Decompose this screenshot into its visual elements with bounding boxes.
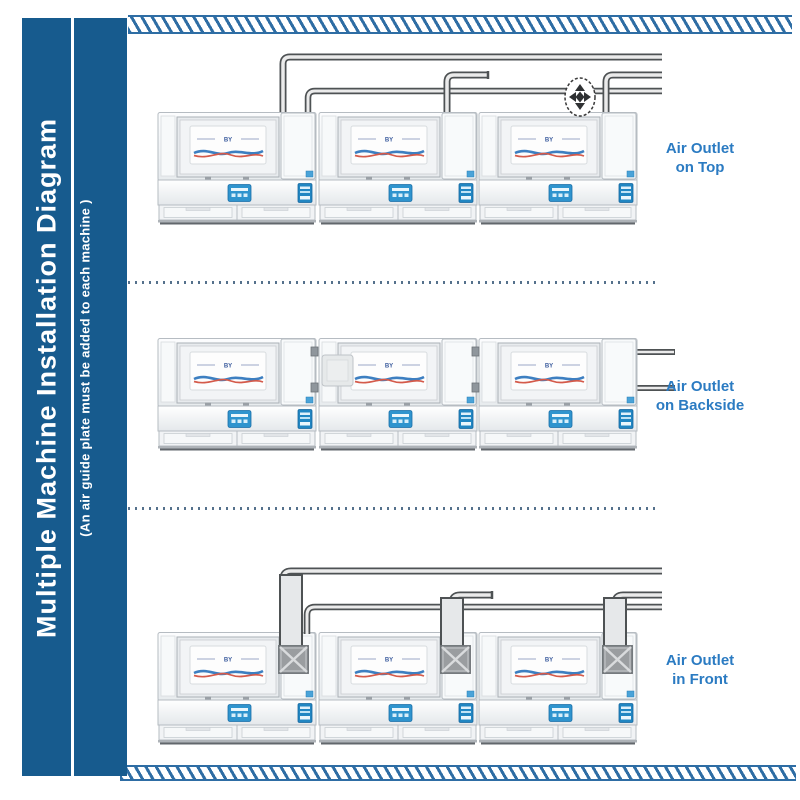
label-line: Air Outlet [665, 652, 735, 669]
label-line: Air Outlet [665, 140, 735, 157]
front-outlet-grille [603, 646, 632, 673]
duct-pipes-top [279, 53, 662, 114]
hatched-border-top [128, 15, 792, 34]
sidebar-subtitle-column: (An air guide plate must be added to eac… [74, 18, 127, 776]
backside-pipes [636, 349, 675, 391]
air-guide-plate [321, 354, 354, 387]
front-outlet-grille [279, 646, 308, 673]
dotted-divider-2 [128, 507, 658, 510]
machine [319, 113, 477, 225]
label-line: on Top [675, 158, 725, 176]
machines-row-backside [128, 330, 675, 460]
air-outlet-on-top-label: Air Outlet on Top [645, 140, 755, 178]
machines-row-top [128, 53, 662, 230]
hatched-border-bottom [120, 765, 796, 781]
machine [479, 113, 637, 225]
label-line: Air Outlet [665, 378, 735, 395]
front-outlet-grille [441, 646, 470, 673]
dotted-divider-1 [128, 281, 658, 284]
direction-arrows-icon [564, 77, 596, 117]
air-outlet-on-backside-label: Air Outlet on Backside [645, 378, 755, 416]
page-title: Multiple Machine Installation Diagram [31, 118, 61, 639]
machine [479, 339, 637, 451]
machine-connectors [310, 346, 480, 393]
machine [158, 113, 316, 225]
page-subtitle: (An air guide plate must be added to eac… [77, 199, 93, 537]
label-line: on Backside [655, 396, 745, 414]
air-outlet-in-front-label: Air Outlet in Front [645, 652, 755, 690]
machine [158, 339, 316, 451]
machines-row-front [128, 567, 662, 755]
sidebar-title-column: Multiple Machine Installation Diagram [22, 18, 71, 776]
label-line: in Front [672, 670, 728, 688]
